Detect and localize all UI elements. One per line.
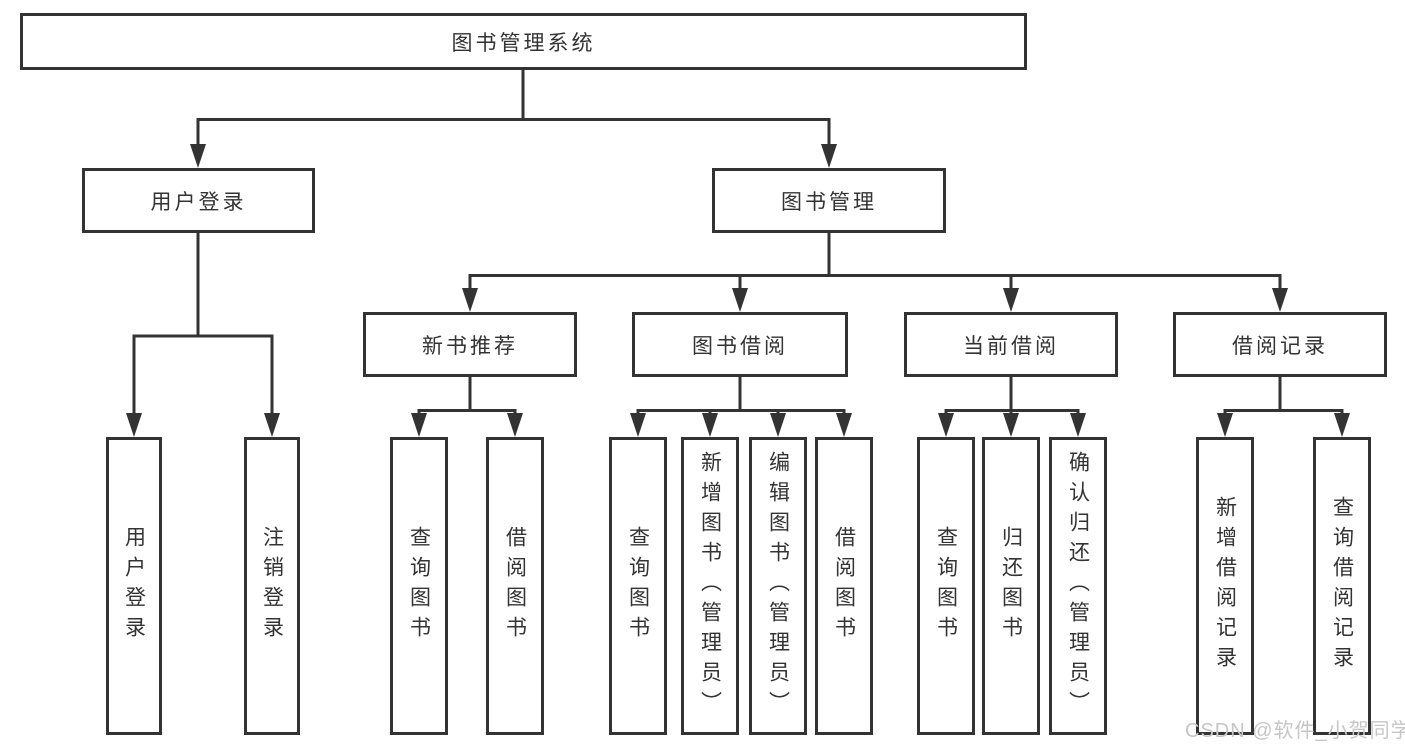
node-label: 用户登录	[150, 190, 247, 214]
node-user-login: 用户登录	[82, 168, 315, 233]
leaf-records-add-record: 新增借阅记录	[1196, 437, 1254, 735]
leaf-borrow-query-books: 查询图书	[609, 437, 667, 735]
leaf-newbook-query-books: 查询图书	[390, 437, 448, 735]
leaf-borrow-borrow-books: 借阅图书	[815, 437, 873, 735]
csdn-watermark: CSDN @软件_小贺同学	[1185, 720, 1405, 742]
node-borrow-records: 借阅记录	[1173, 312, 1387, 377]
leaf-newbook-borrow-books: 借阅图书	[486, 437, 544, 735]
node-label: 确认归还（管理员）	[1066, 451, 1090, 721]
node-book-borrow: 图书借阅	[632, 312, 848, 377]
leaf-records-query-record: 查询借阅记录	[1313, 437, 1371, 735]
leaf-current-return-books: 归还图书	[982, 437, 1040, 735]
node-new-book-recommend: 新书推荐	[363, 312, 577, 377]
node-label: 用户登录	[122, 526, 146, 646]
node-label: 图书借阅	[692, 334, 788, 358]
node-current-borrow: 当前借阅	[904, 312, 1118, 377]
node-book-management: 图书管理	[712, 168, 946, 233]
leaf-current-query-books: 查询图书	[917, 437, 975, 735]
node-label: 查询图书	[407, 526, 431, 646]
node-label: 查询借阅记录	[1330, 496, 1354, 676]
leaf-current-confirm-return-admin: 确认归还（管理员）	[1049, 437, 1107, 735]
node-label: 归还图书	[999, 526, 1023, 646]
node-label: 编辑图书（管理员）	[766, 451, 790, 721]
node-label: 新增图书（管理员）	[698, 451, 722, 721]
leaf-borrow-edit-books-admin: 编辑图书（管理员）	[749, 437, 807, 735]
node-label: 新书推荐	[422, 334, 518, 358]
node-label: 当前借阅	[963, 334, 1059, 358]
node-book-management-system: 图书管理系统	[20, 13, 1027, 70]
node-label: 借阅记录	[1232, 334, 1328, 358]
node-label: 查询图书	[626, 526, 650, 646]
node-label: 注销登录	[260, 526, 284, 646]
node-label: 图书管理	[781, 190, 877, 214]
leaf-logout-login: 注销登录	[244, 437, 300, 735]
node-label: 查询图书	[934, 526, 958, 646]
leaf-borrow-add-books-admin: 新增图书（管理员）	[681, 437, 739, 735]
node-label: 新增借阅记录	[1213, 496, 1237, 676]
leaf-user-login: 用户登录	[106, 437, 162, 735]
node-label: 借阅图书	[503, 526, 527, 646]
node-label: 借阅图书	[832, 526, 856, 646]
node-label: 图书管理系统	[451, 31, 596, 55]
